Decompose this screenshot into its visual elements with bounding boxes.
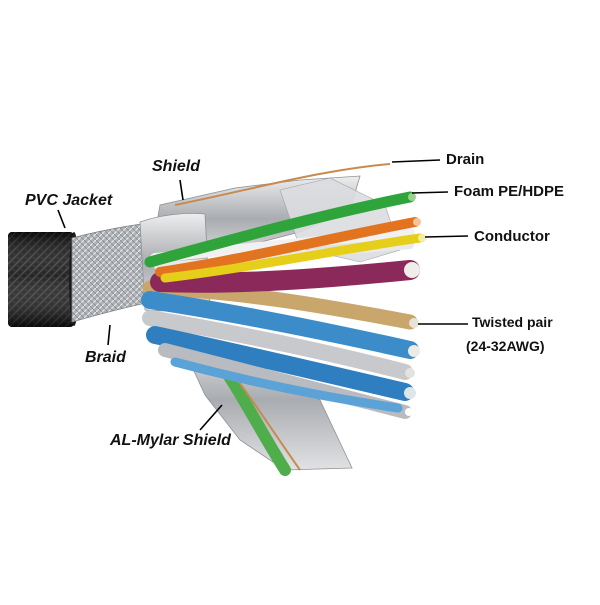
leader-pvc: [57, 209, 66, 229]
twisted-pair-blue-1: [141, 291, 419, 359]
twisted-pair-label: Twisted pair: [472, 314, 553, 330]
twisted-pair-foil-1: [142, 310, 413, 380]
leader-shield: [179, 179, 184, 201]
foam-pe-hdpe-label: Foam PE/HDPE: [454, 183, 565, 200]
twisted-pairs: [141, 280, 420, 419]
conductor-yellow: [160, 233, 425, 283]
pvc-jacket-shade: [8, 232, 74, 327]
leader-conductor: [424, 235, 469, 238]
twisted-pair-blue-3: [170, 357, 403, 413]
al-mylar-shield-label: AL-Mylar Shield: [110, 432, 231, 449]
pvc-jacket-label: PVC Jacket: [25, 192, 113, 209]
drain-label: Drain: [446, 151, 485, 168]
conductor-end: [404, 262, 420, 278]
colored-conductors: [144, 191, 426, 293]
conductor-purple: [150, 260, 420, 293]
leader-al-mylar: [199, 404, 223, 431]
conductor-label: Conductor: [474, 228, 550, 245]
braid-label: Braid: [85, 349, 126, 366]
conductor-end: [404, 387, 416, 399]
conductor-end: [405, 408, 413, 416]
awg-label: (24-32AWG): [466, 338, 545, 354]
leader-foam: [411, 191, 449, 194]
shield-label: Shield: [152, 158, 201, 175]
conductor-orange: [155, 217, 420, 277]
conductor-end: [408, 345, 420, 357]
conductor-end: [408, 193, 416, 201]
leader-lines: [57, 159, 469, 431]
leader-drain: [391, 159, 441, 163]
leader-braid: [107, 324, 111, 346]
conductor-end: [405, 368, 415, 378]
conductor-end: [418, 234, 426, 242]
conductor-end: [409, 318, 419, 328]
drain-wire: [174, 163, 391, 206]
conductor-green: [144, 191, 416, 268]
twisted-pair-blue-2: [146, 326, 414, 401]
conductor-end: [413, 218, 421, 226]
